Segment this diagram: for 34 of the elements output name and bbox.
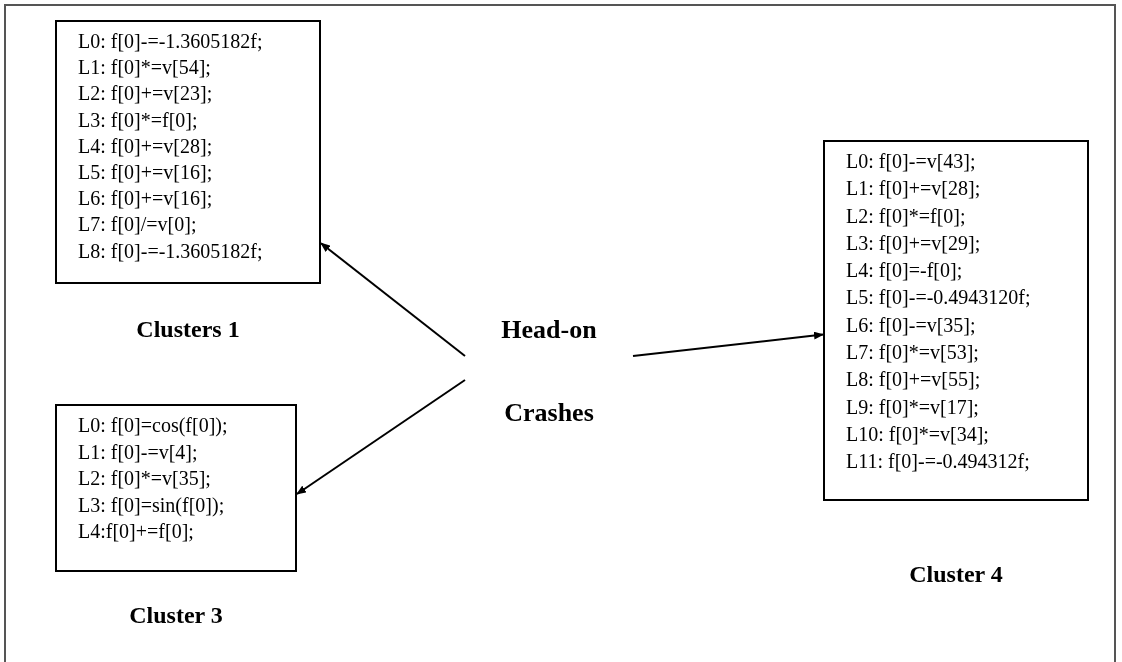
code-line: L2: f[0]+=v[23]; — [78, 81, 214, 107]
code-line: L4: f[0]+=v[28]; — [78, 133, 214, 159]
arrow — [296, 379, 466, 496]
code-line: L6: f[0]-=v[35]; — [846, 312, 977, 338]
code-line: L11: f[0]-=-0.494312f; — [846, 449, 1031, 475]
code-line: L3: f[0]*=f[0]; — [78, 107, 199, 133]
code-line: L0: f[0]-=-1.3605182f; — [78, 29, 264, 54]
code-line: L4:f[0]+=f[0]; — [78, 519, 195, 544]
topic-label: Crashes — [503, 398, 595, 428]
code-line: L4: f[0]=-f[0]; — [846, 258, 964, 284]
code-line: L5: f[0]-=-0.4943120f; — [846, 285, 1032, 311]
code-line: L1: f[0]+=v[28]; — [846, 176, 982, 202]
code-line: L1: f[0]*=v[54]; — [78, 55, 212, 81]
code-line: L8: f[0]+=v[55]; — [846, 367, 982, 393]
code-line: L10: f[0]*=v[34]; — [846, 421, 990, 447]
cluster-caption: Clusters 1 — [135, 316, 241, 343]
code-line: L2: f[0]*=f[0]; — [846, 203, 967, 229]
code-line: L7: f[0]*=v[53]; — [846, 340, 980, 366]
code-line: L7: f[0]/=v[0]; — [78, 212, 198, 238]
arrow — [320, 242, 466, 357]
code-line: L9: f[0]*=v[17]; — [846, 394, 980, 420]
code-line: L3: f[0]=sin(f[0]); — [78, 492, 226, 518]
code-line: L8: f[0]-=-1.3605182f; — [78, 238, 264, 264]
code-line: L6: f[0]+=v[16]; — [78, 186, 214, 212]
code-line: L1: f[0]-=v[4]; — [78, 439, 199, 465]
cluster-caption: Cluster 4 — [908, 561, 1004, 589]
code-line: L0: f[0]-=v[43]; — [846, 149, 977, 174]
cluster-caption: Cluster 3 — [128, 602, 224, 629]
arrow — [632, 331, 824, 357]
topic-label: Head-on — [500, 315, 598, 345]
code-line: L3: f[0]+=v[29]; — [846, 230, 982, 256]
code-line: L0: f[0]=cos(f[0]); — [78, 413, 229, 439]
code-line: L2: f[0]*=v[35]; — [78, 466, 212, 491]
code-line: L5: f[0]+=v[16]; — [78, 160, 214, 185]
